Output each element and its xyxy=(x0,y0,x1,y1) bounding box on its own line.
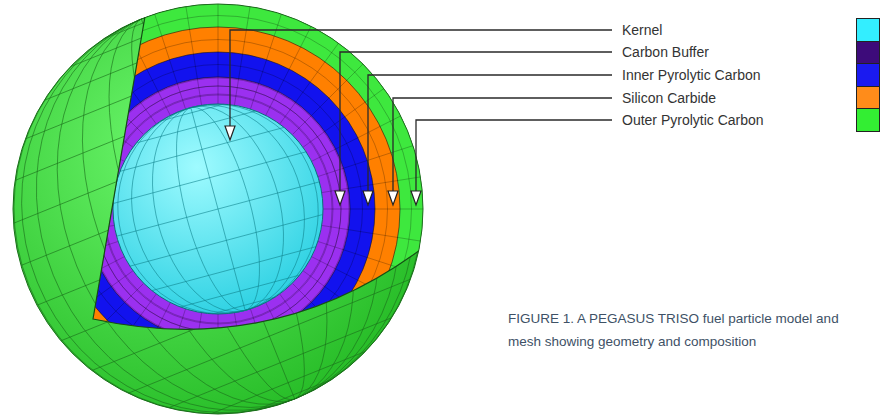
mesh-line xyxy=(254,379,333,411)
legend-label: Carbon Buffer xyxy=(622,44,709,60)
mesh-line xyxy=(0,0,436,417)
kernel-mesh xyxy=(130,214,323,266)
leader-arrowhead xyxy=(363,191,373,205)
mesh-spoke xyxy=(280,43,339,124)
mesh-spoke xyxy=(312,116,401,161)
mesh-spoke xyxy=(234,313,250,412)
leader-arrowhead xyxy=(335,191,345,205)
legend-label: Outer Pyrolytic Carbon xyxy=(622,112,764,128)
mesh-spoke xyxy=(218,4,219,104)
mesh-spoke xyxy=(155,309,186,404)
mesh-spoke xyxy=(318,146,413,177)
shell-mesh xyxy=(0,0,484,417)
leader-line xyxy=(340,52,612,192)
mesh-spoke xyxy=(303,89,384,148)
legend-swatch xyxy=(856,41,880,65)
mesh-spoke xyxy=(250,14,281,109)
leader-arrowhead xyxy=(388,191,398,205)
kernel-mesh xyxy=(152,247,316,291)
mesh-spoke xyxy=(16,225,115,241)
outer-shell xyxy=(13,4,423,414)
kernel-mesh xyxy=(161,104,224,121)
mesh-spoke xyxy=(125,26,170,115)
mesh-spoke xyxy=(16,177,115,193)
mesh-spoke xyxy=(280,294,339,375)
mesh-spoke xyxy=(318,241,413,272)
legend-swatch xyxy=(856,18,880,42)
mesh-spoke xyxy=(266,26,311,115)
mesh-spoke xyxy=(186,7,202,106)
mesh-line xyxy=(211,351,366,413)
mesh-spoke xyxy=(52,89,133,148)
mesh-spoke xyxy=(155,14,186,109)
mesh-spoke xyxy=(292,64,363,135)
legend-label: Silicon Carbide xyxy=(622,90,716,106)
mesh-ring xyxy=(74,65,363,354)
figure-caption: FIGURE 1. A PEGASUS TRISO fuel particle … xyxy=(508,307,853,353)
legend-swatch xyxy=(856,63,880,87)
leader-arrowhead xyxy=(225,126,235,140)
mesh-spoke xyxy=(13,209,113,210)
legend-swatch xyxy=(856,86,880,110)
mesh-spoke xyxy=(35,116,124,161)
mesh-spoke xyxy=(218,314,219,414)
mesh-spoke xyxy=(98,43,157,124)
kernel-mesh xyxy=(109,86,327,333)
mesh-line xyxy=(0,0,476,417)
cut-edge xyxy=(93,0,428,329)
kernel-mesh xyxy=(117,182,320,236)
cutaway-section xyxy=(13,4,423,414)
mesh-spoke xyxy=(312,257,401,302)
mesh-spoke xyxy=(98,294,157,375)
mesh-spoke xyxy=(303,271,384,330)
mesh-spoke xyxy=(323,209,423,210)
mesh-spoke xyxy=(23,146,118,177)
kernel-mesh xyxy=(213,297,276,314)
mesh-spoke xyxy=(186,313,202,412)
legend-label: Inner Pyrolytic Carbon xyxy=(622,67,761,83)
kernel-mesh xyxy=(120,127,284,171)
layer-disc xyxy=(13,4,423,414)
kernel-mesh xyxy=(136,111,255,143)
kernel-mesh xyxy=(113,152,306,204)
mesh-line xyxy=(0,0,484,417)
mesh-spoke xyxy=(322,225,421,241)
kernel-mesh xyxy=(94,82,341,337)
legend-swatch xyxy=(856,108,880,132)
mesh-line xyxy=(168,318,391,408)
leader-line xyxy=(393,98,612,192)
legend-label: Kernel xyxy=(622,22,662,38)
mesh-spoke xyxy=(52,271,133,330)
leader-line xyxy=(416,120,612,192)
mesh-spoke xyxy=(234,7,250,106)
leader-line xyxy=(368,75,612,192)
mesh-spoke xyxy=(73,64,144,135)
mesh-spoke xyxy=(322,177,421,193)
mesh-spoke xyxy=(35,257,124,302)
mesh-spoke xyxy=(292,283,363,354)
mesh-spoke xyxy=(125,303,170,392)
leader-arrowhead xyxy=(411,191,421,205)
kernel-mesh xyxy=(180,275,299,307)
leader-line xyxy=(230,30,612,127)
mesh-spoke xyxy=(73,283,144,354)
